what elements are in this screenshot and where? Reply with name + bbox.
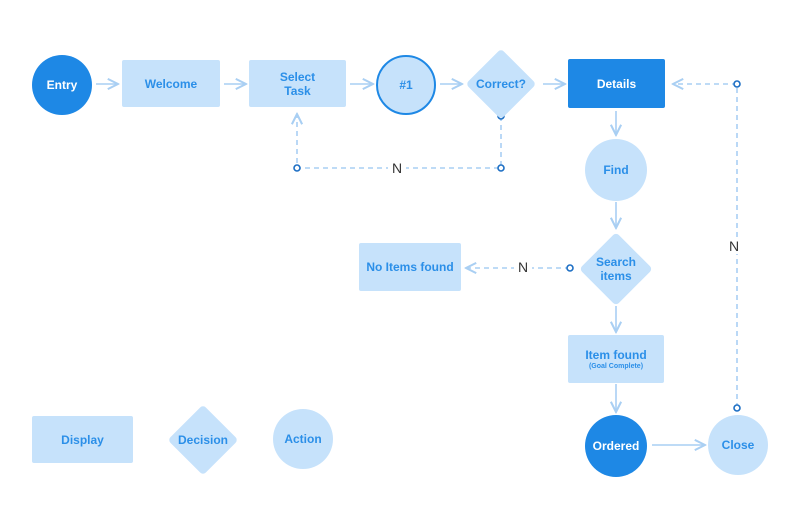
legend-action-label: Action [284,432,322,446]
connector-dot [733,404,741,412]
node-ordered[interactable]: Ordered [585,415,647,477]
node-item-found-sublabel: (Goal Complete) [588,362,644,370]
node-no-items-found-label: No Items found [366,260,454,274]
node-find[interactable]: Find [585,139,647,201]
node-search-items[interactable]: Search items [579,232,653,306]
node-item-found-label: Item found [585,347,647,362]
node-search-items-label-line1: Search [595,255,637,269]
node-step-one-label: #1 [399,78,413,92]
node-correct[interactable]: Correct? [465,48,537,120]
node-close-label: Close [721,438,755,452]
edge-label-n-close: N [725,238,744,254]
legend-display-label: Display [61,432,104,447]
node-no-items-found[interactable]: No Items found [359,243,461,291]
legend-action: Action [273,409,333,469]
edge-label-n-retry: N [388,160,407,176]
node-details-label: Details [596,76,637,91]
node-search-items-label: Search items [596,255,636,283]
node-entry-label: Entry [46,78,78,92]
node-select-task-label-line1: Select [279,69,316,84]
node-select-task[interactable]: Select Task [249,60,346,107]
node-welcome[interactable]: Welcome [122,60,220,107]
node-ordered-label: Ordered [592,439,640,453]
node-close[interactable]: Close [708,415,768,475]
connector-dot [293,164,301,172]
node-find-label: Find [603,163,629,177]
edge-label-n-no-items: N [514,259,533,275]
node-item-found[interactable]: Item found (Goal Complete) [568,335,664,383]
legend-display: Display [32,416,133,463]
node-select-task-label-line2: Task [284,83,311,98]
connector-dot [566,264,574,272]
legend-decision-label: Decision [177,433,228,447]
node-search-items-label-line2: items [600,269,632,283]
node-entry[interactable]: Entry [32,55,92,115]
node-details[interactable]: Details [568,59,665,108]
node-correct-label: Correct? [475,77,526,91]
node-welcome-label: Welcome [144,76,198,91]
legend-decision: Decision [166,403,240,477]
connector-dot [733,80,741,88]
connector-dot [497,164,505,172]
node-step-one[interactable]: #1 [376,55,436,115]
